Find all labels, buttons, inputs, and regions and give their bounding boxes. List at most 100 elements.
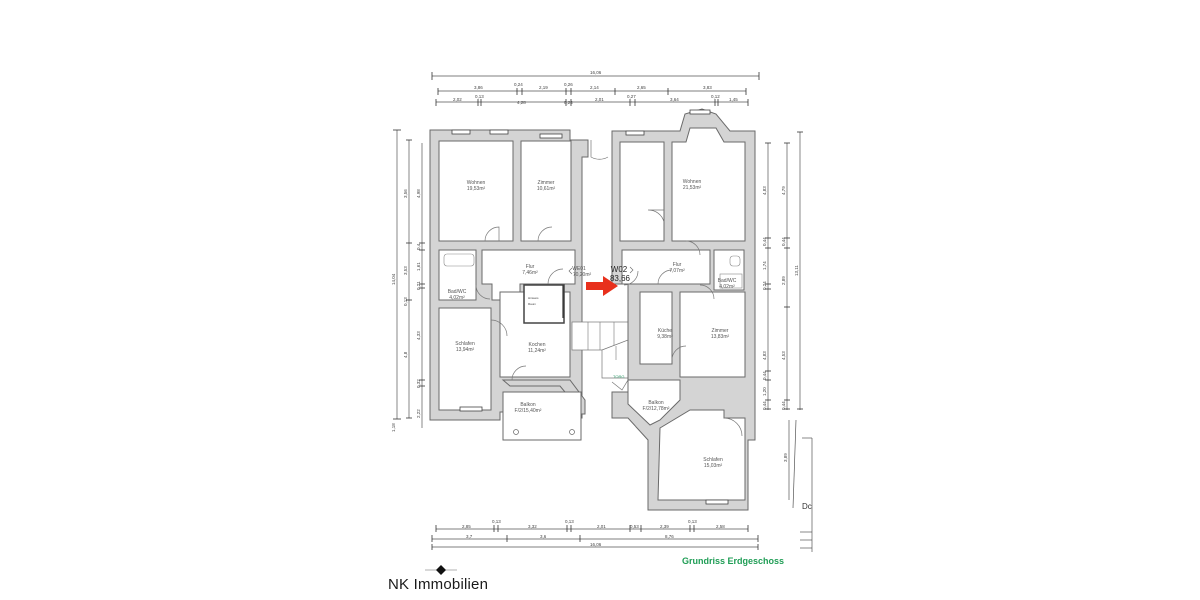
dim-left-o2: 0,13 xyxy=(403,297,408,306)
dim-bottom-r1-6: 2,39 xyxy=(660,524,669,529)
logo-mark-icon xyxy=(425,565,457,575)
room-area: F/2/15,40m² xyxy=(515,408,542,414)
left-dimensions: 14,04 3,56 3,53 0,13 4,8 1,18 4,98 0,4 1… xyxy=(391,129,425,432)
room-right-flur xyxy=(621,249,711,285)
dim-left-overall: 14,04 xyxy=(391,273,396,285)
room-area: 10,61m² xyxy=(537,186,556,192)
room-labels-right: Wohnen 21,53m² Flur 7,07m² Bad/WC 4,02m²… xyxy=(643,179,737,469)
dim-top-r1-6: 3,83 xyxy=(703,85,712,90)
dim-left-i3: 0,21 xyxy=(416,281,421,290)
dim-bottom-overall: 16,06 xyxy=(590,542,602,547)
dim-bottom-r1-1: 0,13 xyxy=(492,519,501,524)
dim-top-r2-0: 2,02 xyxy=(453,97,462,102)
right-unit xyxy=(611,108,756,511)
dim-right-i6: 1,20 xyxy=(762,387,767,396)
dim-bottom-r1-4: 2,01 xyxy=(597,524,606,529)
dim-right-i7: 0,44 xyxy=(762,401,767,410)
dim-bottom-r2-2: 8,76 xyxy=(665,534,674,539)
room-name: Bad/WC xyxy=(448,289,467,295)
svg-text:Hinweis: Hinweis xyxy=(528,296,539,300)
red-arrow-icon xyxy=(586,276,618,296)
room-name: Wohnen xyxy=(467,180,486,186)
stair-label: TORG xyxy=(613,374,624,379)
dim-left-i2: 1,61 xyxy=(416,262,421,271)
dim-right-o2: 2,89 xyxy=(781,276,786,285)
dim-right-i4: 4,83 xyxy=(762,351,767,360)
room-area: 11,24m² xyxy=(528,348,546,354)
dim-top-r2-1: 0,13 xyxy=(475,94,484,99)
room-name: Wohnen xyxy=(683,179,702,185)
dim-right-i2: 1,74 xyxy=(762,261,767,270)
dim-right-overall: 13,11 xyxy=(794,265,799,276)
room-name: Zimmer xyxy=(538,180,555,186)
dim-right-i0: 4,83 xyxy=(762,186,767,195)
top-dimensions: 16,06 3,86 0,24 2,19 0,26 2,14 2,65 3,83… xyxy=(431,70,760,106)
room-name: Balkon xyxy=(648,400,664,406)
dim-right-o4: 0,44 xyxy=(781,401,786,410)
unit-label: W02 xyxy=(611,265,628,274)
dim-left-o3: 4,8 xyxy=(403,351,408,358)
dim-top-r1-0: 3,86 xyxy=(474,85,483,90)
dim-left-i6: 2,22 xyxy=(416,409,421,418)
room-name: Kochen xyxy=(529,342,546,348)
room-area: 4,02m² xyxy=(719,284,735,290)
room-left-wohnen xyxy=(438,140,514,242)
dim-top-r2-3: 0,24 xyxy=(564,100,573,105)
dim-top-r1-3: 0,26 xyxy=(564,82,573,87)
dim-bottom-r1-0: 2,85 xyxy=(462,524,471,529)
neighbor-unit-label: WE01 xyxy=(572,266,586,272)
dim-left-i1: 0,4 xyxy=(416,243,421,250)
partial-label-right: Dc xyxy=(802,502,812,511)
dim-left-i5: 0,32 xyxy=(416,379,421,388)
dim-bottom-r1-2: 3,32 xyxy=(528,524,537,529)
unit-area: 83,66 xyxy=(610,274,631,283)
dim-top-r2-6: 3,64 xyxy=(670,97,679,102)
dim-left-o0: 3,56 xyxy=(403,189,408,198)
dim-bottom-r1-3: 0,13 xyxy=(565,519,574,524)
dim-right-far: 3,89 xyxy=(783,453,788,462)
dim-top-overall: 16,06 xyxy=(590,70,602,75)
dim-top-r1-1: 0,24 xyxy=(514,82,523,87)
room-labels-left: Wohnen 19,53m² Zimmer 10,61m² Flur 7,46m… xyxy=(448,180,556,414)
plan-caption: Grundriss Erdgeschoss xyxy=(682,556,785,566)
dim-top-r2-7: 0,12 xyxy=(711,94,720,99)
room-name: Flur xyxy=(526,264,535,270)
unit-markers: WE01 70,20m² W02 83,66 xyxy=(568,265,634,296)
bottom-dimensions: 2,85 0,13 3,32 0,13 2,01 0,53 2,39 0,13 … xyxy=(431,519,759,550)
dim-right-i3: 0,24 xyxy=(762,281,767,290)
dim-left-i0: 4,98 xyxy=(416,189,421,198)
room-left-zimmer xyxy=(520,140,572,242)
dim-top-r2-4: 2,01 xyxy=(595,97,604,102)
room-right-wohnen-left xyxy=(619,141,665,242)
room-left-schlafen xyxy=(438,307,492,411)
room-name: Bad/WC xyxy=(718,278,737,284)
dim-bottom-r1-5: 0,53 xyxy=(630,524,639,529)
dim-right-o3: 4,53 xyxy=(781,351,786,360)
room-name: Zimmer xyxy=(712,328,729,334)
right-dimensions: 4,83 0,44 1,74 0,24 4,83 0,44 1,20 0,44 … xyxy=(762,131,813,552)
room-right-kueche xyxy=(639,291,673,365)
room-name: Schlafen xyxy=(703,457,723,463)
room-area: 7,07m² xyxy=(669,268,685,274)
stairwell: TORG xyxy=(571,321,631,391)
room-area: 15,03m² xyxy=(704,463,723,469)
room-area: 21,53m² xyxy=(683,185,702,191)
room-area: 4,02m² xyxy=(449,295,465,301)
dim-bottom-r2-1: 3,6 xyxy=(540,534,547,539)
room-area: 13,83m² xyxy=(711,334,730,340)
room-left-balkon xyxy=(502,391,582,441)
svg-text:Raum: Raum xyxy=(528,302,537,306)
dim-top-r2-8: 1,45 xyxy=(729,97,738,102)
brand-name: NK Immobilien xyxy=(388,576,489,593)
dim-top-r1-5: 2,65 xyxy=(637,85,646,90)
dim-top-r2-5: 0,27 xyxy=(627,94,636,99)
neighbor-unit-area: 70,20m² xyxy=(573,272,592,278)
left-unit: Hinweis Raum xyxy=(429,129,609,441)
room-area: 7,46m² xyxy=(522,270,538,276)
dim-bottom-r1-7: 0,13 xyxy=(688,519,697,524)
room-name: Küche xyxy=(658,328,672,334)
room-right-wohnen xyxy=(671,127,746,242)
room-name: Flur xyxy=(673,262,682,268)
dim-left-o4: 1,18 xyxy=(391,423,396,432)
